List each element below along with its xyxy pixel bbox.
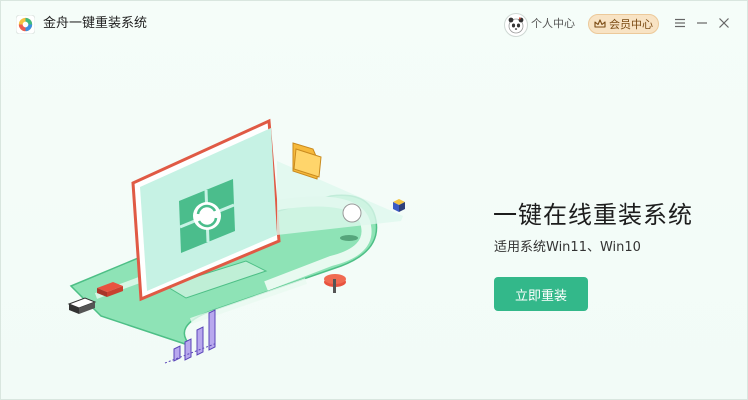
vip-center-label: 会员中心: [609, 18, 653, 31]
menu-button[interactable]: [672, 14, 688, 32]
crown-icon: [594, 19, 606, 28]
personal-center-link[interactable]: 个人中心: [531, 17, 575, 30]
menu-icon: [675, 18, 685, 28]
panda-avatar-icon: [508, 17, 524, 34]
app-logo-icon: [16, 15, 35, 34]
app-title: 金舟一键重装系统: [43, 16, 148, 31]
minimize-button[interactable]: [694, 14, 710, 32]
windows-refresh-icon: [179, 179, 235, 253]
hero-illustration: [67, 118, 405, 364]
minimize-icon: [697, 22, 707, 24]
ball-icon: [342, 203, 362, 223]
close-icon: [719, 18, 729, 28]
page-headline: 一键在线重装系统: [493, 201, 693, 229]
bar-chart-icon: [164, 309, 218, 364]
block-icon: [67, 282, 123, 314]
close-button[interactable]: [716, 14, 732, 32]
disc-icon: [324, 274, 346, 293]
install-now-button[interactable]: 立即重装: [494, 277, 588, 311]
folder-icon: [292, 142, 322, 180]
title-bar: 金舟一键重装系统 个人中心 会员中心: [1, 1, 747, 45]
vip-center-button[interactable]: 会员中心: [588, 14, 659, 34]
cube-icon: [393, 199, 405, 212]
supported-systems-text: 适用系统Win11、Win10: [494, 240, 641, 255]
avatar[interactable]: [504, 13, 528, 37]
